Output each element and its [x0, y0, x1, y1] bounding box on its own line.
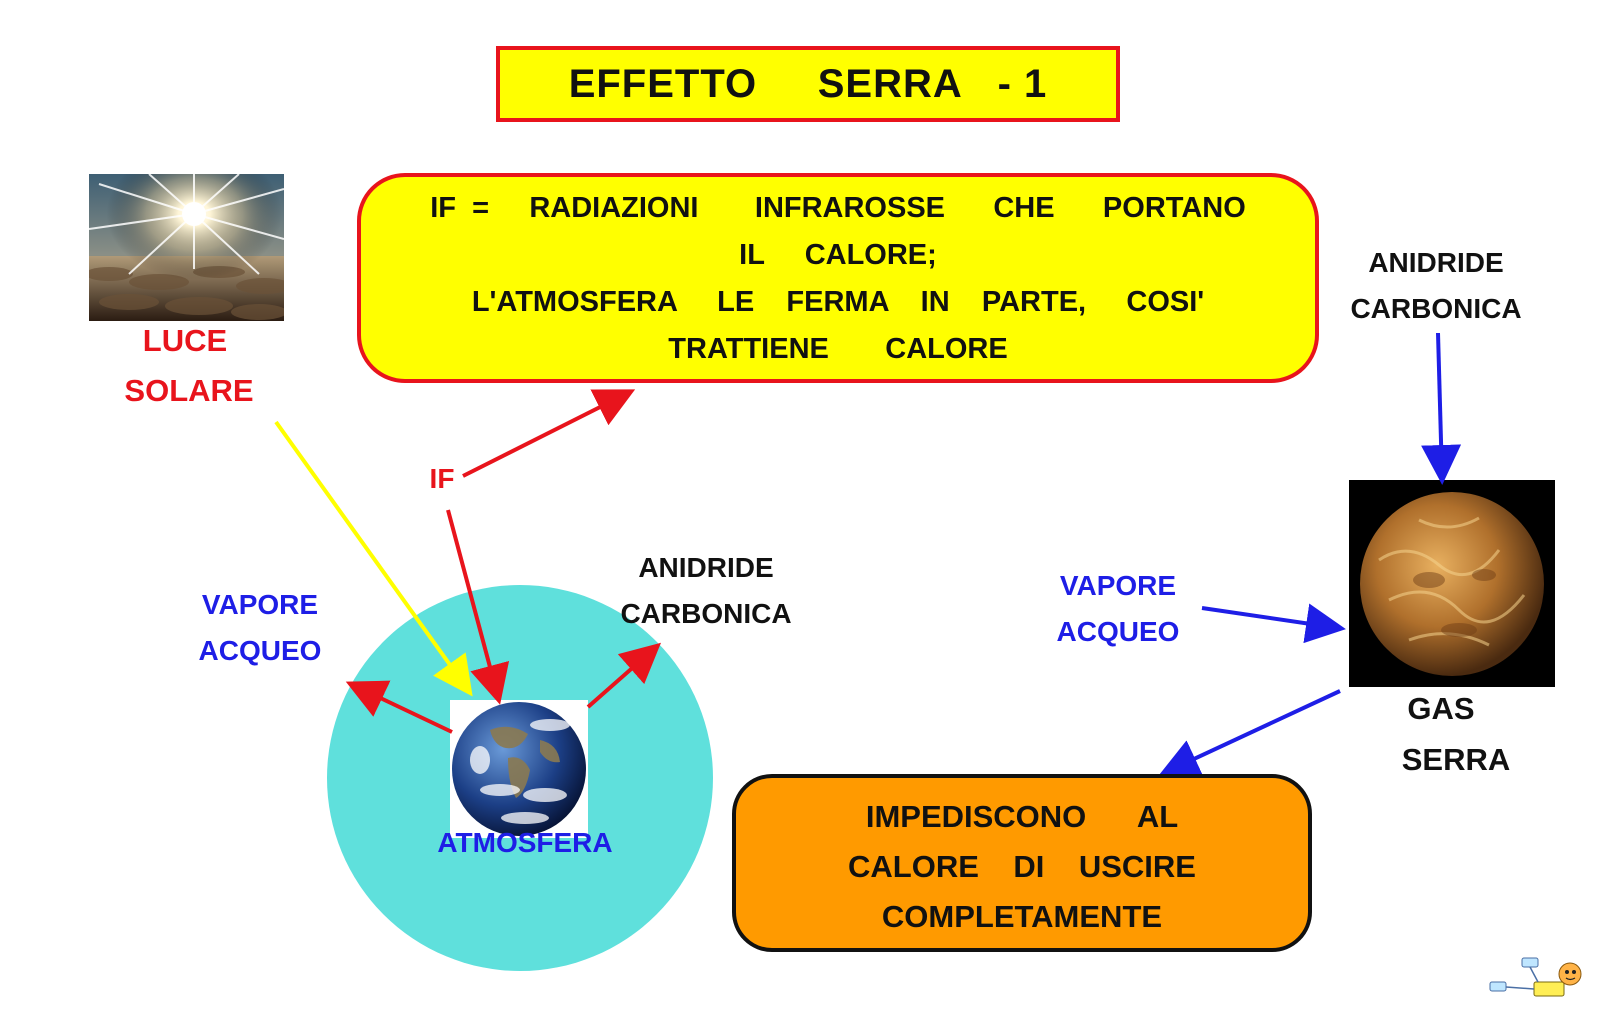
acqueo-left-label: ACQUEO [198, 635, 322, 666]
result-box: IMPEDISCONO AL CALORE DI USCIRE COMPLETA… [732, 774, 1312, 952]
gas-to-result-arrow [1158, 689, 1341, 777]
result-line-3: COMPLETAMENTE [881, 899, 1163, 934]
if-up-arrow [462, 389, 636, 478]
venus-photo-icon [1349, 480, 1555, 687]
acqueo-right-label: ACQUEO [1056, 616, 1180, 647]
sunlight-arrow [274, 420, 473, 697]
solare-label: SOLARE [124, 373, 254, 408]
vapore-arrow [345, 680, 453, 734]
if-label: IF [429, 463, 455, 494]
anidride-arrow [586, 642, 662, 709]
co2-down-arrow [1421, 332, 1462, 485]
mascot-logo-icon [1488, 952, 1588, 1002]
luce-label: LUCE [142, 323, 228, 358]
vapore-left-label: VAPORE [201, 589, 319, 620]
infobox-line-4: TRATTIENE CALORE [668, 333, 1008, 365]
page-title: EFFETTO SERRA - 1 [568, 61, 1048, 106]
anidride-right-label: ANIDRIDE [1368, 247, 1504, 278]
sun-photo-icon [89, 174, 284, 321]
gas-label: GAS [1407, 691, 1475, 726]
carbonica-right-label: CARBONICA [1350, 293, 1522, 324]
title-box: EFFETTO SERRA - 1 [496, 46, 1120, 122]
earth-photo-icon [450, 700, 588, 838]
result-line-1: IMPEDISCONO AL [865, 799, 1179, 834]
infobox-line-3: L'ATMOSFERA LE FERMA IN PARTE, COSI' [471, 286, 1205, 318]
anidride-mid-label: ANIDRIDE [638, 552, 774, 583]
result-line-2: CALORE DI USCIRE [848, 849, 1196, 884]
serra-label: SERRA [1401, 742, 1511, 777]
vapore-right-label: VAPORE [1059, 570, 1177, 601]
atmosfera-label: ATMOSFERA [437, 827, 613, 858]
if-down-arrow [446, 509, 510, 705]
carbonica-mid-label: CARBONICA [620, 598, 792, 629]
infobox-line-1: IF = RADIAZIONI INFRAROSSE CHE PORTANO [430, 192, 1246, 224]
vapore-right-arrow [1201, 603, 1346, 644]
infobox-line-2: IL CALORE; [739, 239, 937, 271]
infrared-definition-box: IF = RADIAZIONI INFRAROSSE CHE PORTANO I… [357, 173, 1319, 383]
